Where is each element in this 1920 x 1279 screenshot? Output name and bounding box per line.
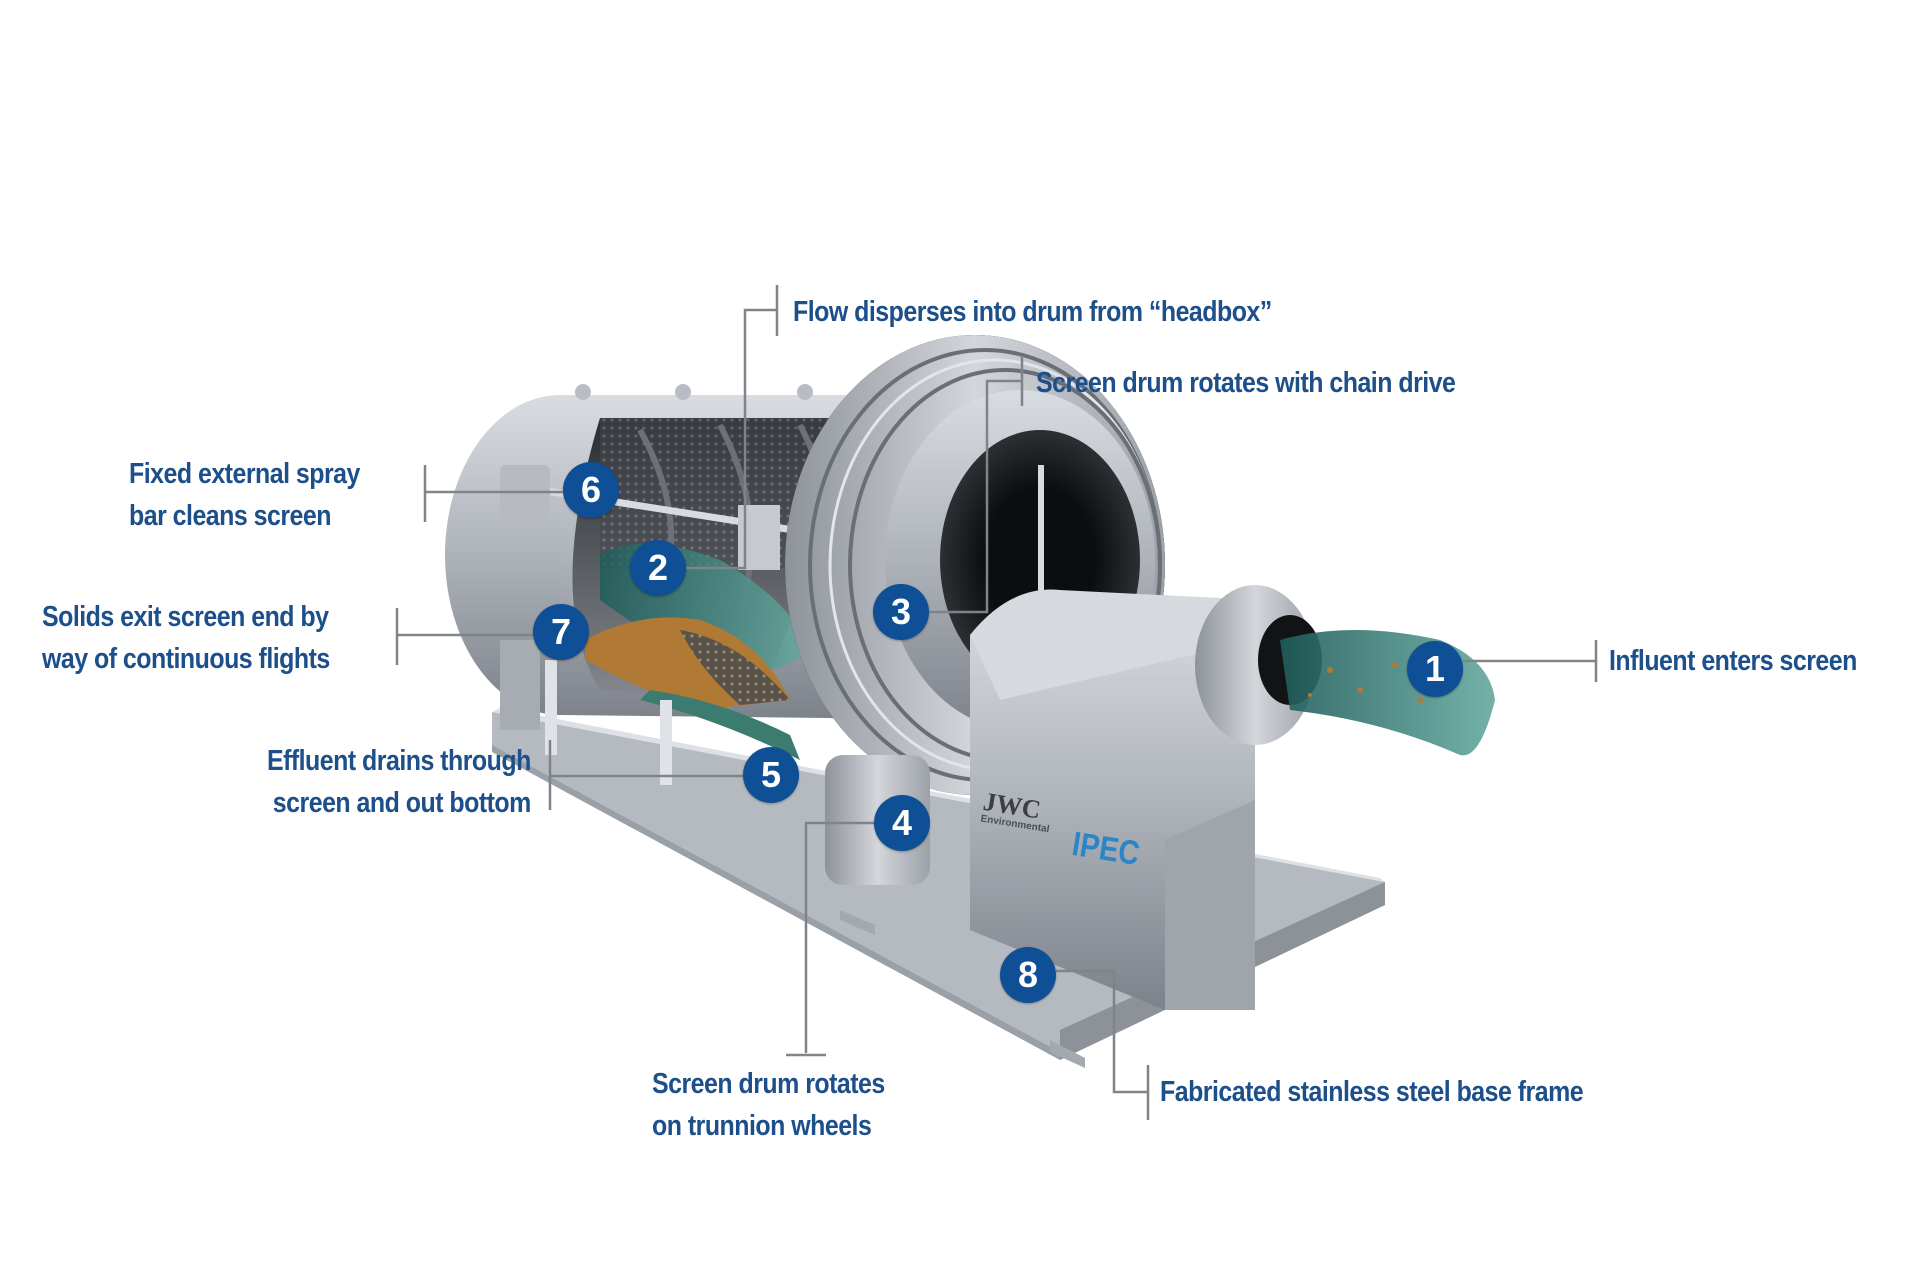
callout-badge-8: 8 [1000, 947, 1056, 1003]
callout-label-4-line-2: on trunnion wheels [652, 1110, 872, 1142]
callout-label-3-line-1: Screen drum rotates with chain drive [1036, 367, 1456, 399]
callout-label-1-line-1: Influent enters screen [1609, 645, 1857, 677]
callout-label-5-line-1: Effluent drains through [267, 745, 531, 777]
callout-badge-7: 7 [533, 604, 589, 660]
callout-badge-5: 5 [743, 747, 799, 803]
callout-badge-6: 6 [563, 462, 619, 518]
callout-label-7: Solids exit screen end by way of continu… [42, 596, 330, 680]
callout-label-5: Effluent drains through screen and out b… [267, 740, 531, 824]
callout-badge-4: 4 [874, 795, 930, 851]
callout-label-6: Fixed external spray bar cleans screen [129, 453, 360, 537]
influent-flow [1280, 630, 1495, 756]
callout-label-7-line-1: Solids exit screen end by [42, 601, 329, 633]
callout-label-6-line-1: Fixed external spray [129, 458, 360, 490]
callout-label-1: Influent enters screen [1609, 640, 1857, 682]
callout-badge-2: 2 [630, 540, 686, 596]
callout-badge-1: 1 [1407, 641, 1463, 697]
callout-label-7-line-2: way of continuous flights [42, 643, 330, 675]
callout-label-2: Flow disperses into drum from “headbox” [793, 291, 1272, 333]
callout-label-2-line-1: Flow disperses into drum from “headbox” [793, 296, 1272, 328]
callout-label-8: Fabricated stainless steel base frame [1160, 1071, 1584, 1113]
callout-label-5-line-2: screen and out bottom [273, 787, 532, 819]
leader-lines [395, 285, 1598, 1120]
callout-label-3: Screen drum rotates with chain drive [1036, 362, 1456, 404]
headbox [970, 585, 1322, 1010]
callout-label-4-line-1: Screen drum rotates [652, 1068, 885, 1100]
callout-label-4: Screen drum rotates on trunnion wheels [652, 1063, 885, 1147]
callout-label-6-line-2: bar cleans screen [129, 500, 331, 532]
callout-label-8-line-1: Fabricated stainless steel base frame [1160, 1076, 1584, 1108]
callout-badge-3: 3 [873, 584, 929, 640]
